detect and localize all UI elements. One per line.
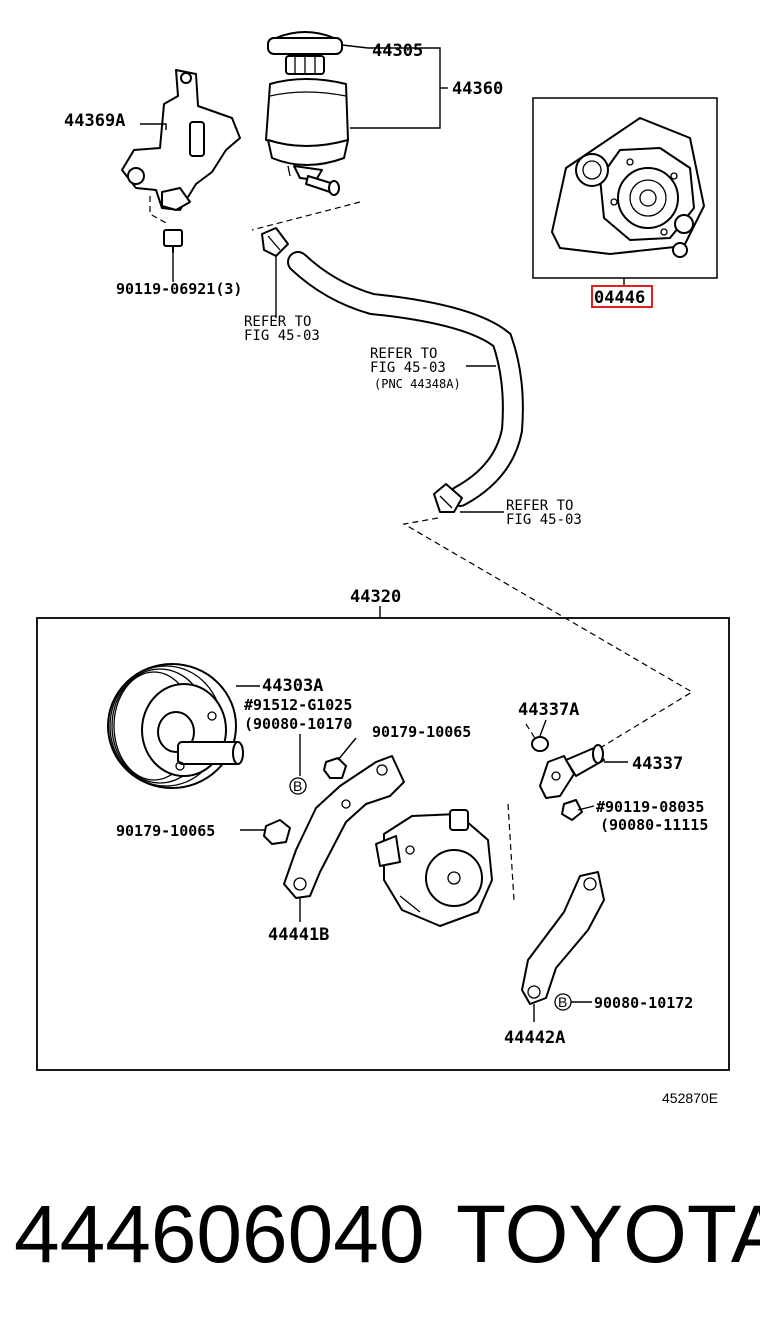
reservoir-cap-44305 [267,31,343,75]
bolt-90119-06921 [163,229,183,253]
ref2-line1: REFER TO [370,346,437,362]
bracket-44442A [521,871,605,1022]
label-90080-11115: (90080-11115 [600,816,708,834]
o-ring-44337A [531,736,549,752]
footer-brand: TOYOTA [456,1189,760,1280]
ref3-line2: FIG 45-03 [506,512,582,528]
label-44303A: 44303A [262,676,323,696]
label-44320: 44320 [350,587,401,607]
ref3-line1: REFER TO [506,498,573,514]
assembly-box-44320 [36,617,730,1071]
dashed-line-reservoir-clamp [251,201,361,231]
dashed-line-hose-to-union [402,517,694,749]
reservoir-tank-44360 [265,78,349,196]
nut-90179-10065-upper [323,757,347,779]
label-44360: 44360 [452,79,503,99]
bolt-90119-08035 [561,799,583,821]
label-90080-10170: (90080-10170 [244,715,352,733]
ref1-line1: REFER TO [244,314,311,330]
label-44369A: 44369A [64,111,125,131]
nut-90179-10065-left [263,819,291,845]
label-44442A: 44442A [504,1028,565,1048]
label-44305: 44305 [372,41,423,61]
leader-lines [140,44,628,1003]
footer-part-number: 444606040 [14,1189,425,1280]
label-90179-10065-upper: 90179-10065 [372,723,471,741]
figure-code: 452870E [662,1090,718,1106]
bracket-44369A [121,69,241,211]
bracket-44441B [283,755,405,922]
union-44337 [539,744,605,799]
label-90179-10065-left: 90179-10065 [116,822,215,840]
label-04446: 04446 [594,288,645,308]
label-44337A: 44337A [518,700,579,720]
return-hose [287,251,524,507]
pulley-44303A [107,663,244,789]
dashed-line-pump [507,803,515,901]
label-90080-10172: 90080-10172 [594,994,693,1012]
dashed-line-oring [525,723,537,741]
ref2-line3: (PNC 44348A) [374,377,461,391]
kit-box-04446 [532,97,718,286]
b-marker-1: B [293,778,302,794]
ref1-line2: FIG 45-03 [244,328,320,344]
label-91512-G1025: #91512-G1025 [244,696,352,714]
hose-clamp-lower [433,483,463,513]
label-44441B: 44441B [268,925,329,945]
pump-body [375,809,493,927]
dashed-line-bracket-bolt [149,196,169,225]
label-44337: 44337 [632,754,683,774]
hose-clamp-upper [261,227,289,257]
ref2-line2: FIG 45-03 [370,360,446,376]
label-90119-08035: #90119-08035 [596,798,704,816]
label-90119-06921: 90119-06921(3) [116,280,242,298]
b-marker-circle-1 [289,777,307,795]
b-marker-2: B [558,994,567,1010]
highlight-box-04446 [591,285,653,308]
